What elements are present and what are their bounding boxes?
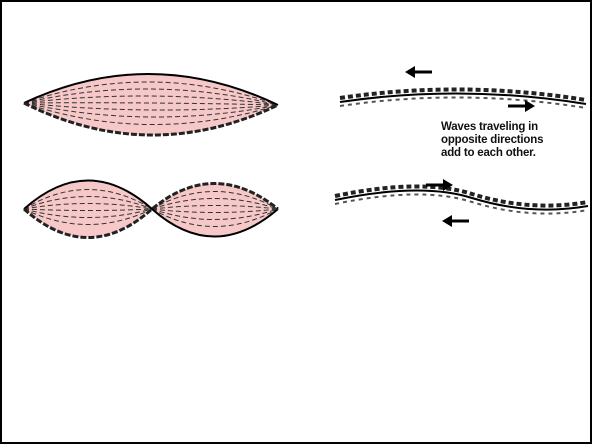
arrow-right-icon: [508, 100, 535, 112]
caption-line-1: Waves traveling in: [441, 121, 586, 134]
caption-text: Waves traveling in opposite directions a…: [441, 121, 586, 160]
traveling-waves-bottom: [335, 186, 588, 213]
arrow-left-icon: [405, 66, 432, 78]
arrow-left-icon: [442, 215, 469, 227]
traveling-waves-top: [340, 89, 586, 108]
caption-line-3: add to each other.: [441, 147, 586, 160]
second-harmonic-loops: [24, 181, 278, 238]
caption-line-2: opposite directions: [441, 134, 586, 147]
fundamental-mode-loop: [24, 74, 278, 135]
